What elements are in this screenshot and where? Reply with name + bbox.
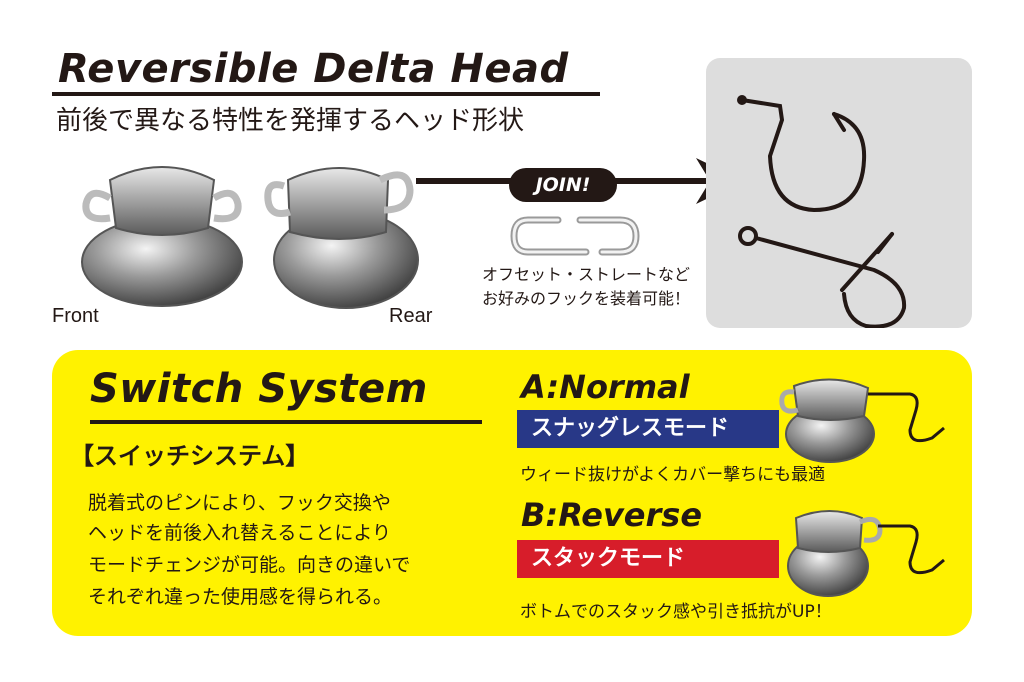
pin-note-line-2: お好みのフックを装着可能！ (482, 289, 691, 308)
pin-note: オフセット・ストレートなど お好みのフックを装着可能！ (482, 263, 690, 311)
mini-head-icon (779, 378, 945, 463)
description-line: ヘッドを前後入れ替えることにより (88, 522, 392, 544)
rear-label: Rear (389, 305, 433, 327)
page-subtitle: 前後で異なる特性を発揮するヘッド形状 (56, 106, 525, 136)
mini-head-icon (787, 510, 945, 597)
join-badge: JOIN! (509, 168, 617, 202)
offset-hook-icon (737, 95, 867, 213)
mode-a-bar: スナッグレスモード (517, 410, 779, 448)
title-underline (52, 92, 600, 96)
page-title: Reversible Delta Head (58, 46, 569, 92)
mode-b-description: ボトムでのスタック感や引き抵抗がUP！ (520, 602, 832, 622)
description-line: 脱着式のピンにより、フック交換や (88, 492, 391, 514)
mode-b-title: B:Reverse (521, 496, 703, 534)
switch-title-underline (90, 420, 482, 424)
rear-head-icon (264, 167, 419, 309)
description-line: モードチェンジが可能。向きの違いで (88, 554, 411, 576)
mode-a-title: A:Normal (521, 368, 690, 406)
straight-hook-icon (738, 226, 907, 328)
wire-pin-icon (510, 216, 640, 256)
mode-b-bar: スタックモード (517, 540, 779, 578)
switch-system-title: Switch System (90, 366, 428, 412)
front-label: Front (52, 305, 99, 327)
front-head-icon (81, 166, 243, 307)
pin-note-line-1: オフセット・ストレートなど (482, 265, 691, 284)
hooks-group (737, 95, 907, 328)
switch-system-jp-title: 【スイッチシステム】 (70, 442, 310, 470)
mode-a-description: ウィード抜けがよくカバー撃ちにも最適 (520, 465, 826, 485)
description-line: それぞれ違った使用感を得られる。 (88, 586, 393, 608)
